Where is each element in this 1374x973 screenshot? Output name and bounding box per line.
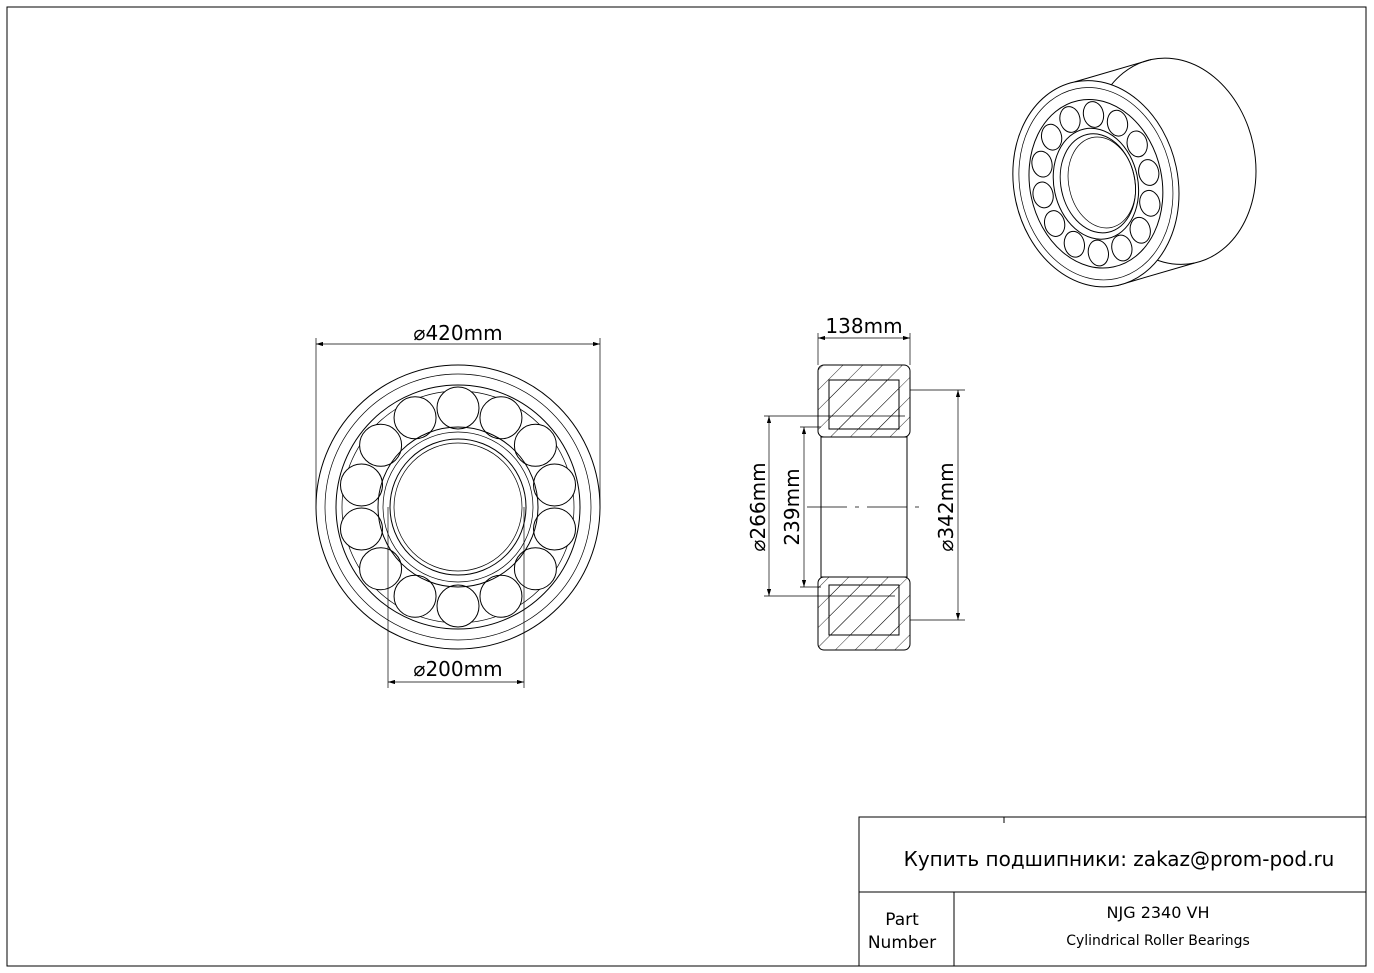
iso-roller (1139, 189, 1161, 217)
iso-roller (1031, 150, 1053, 178)
sheet-border (6, 6, 1367, 967)
roller (393, 574, 437, 618)
iso-roller (1087, 239, 1110, 267)
width-label: 138mm (825, 314, 902, 338)
inner-raceway-label: 239mm (780, 468, 804, 545)
part-label-line1: Part (885, 910, 919, 930)
contact-text: Купить подшипники: zakaz@prom-pod.ru (904, 847, 1335, 871)
roller (533, 463, 577, 507)
title-block (858, 816, 1367, 967)
roller (513, 547, 557, 591)
rollers (339, 386, 577, 628)
part-label-line2: Number (868, 933, 936, 953)
roller (359, 423, 403, 467)
roller (339, 507, 383, 551)
part-type: Cylindrical Roller Bearings (1066, 933, 1250, 949)
isometric-view (1012, 57, 1257, 288)
roller (513, 423, 557, 467)
bore-diameter-label: ⌀200mm (413, 657, 502, 681)
shoulder-diameter-label: ⌀266mm (746, 462, 770, 551)
part-number: NJG 2340 VH (1107, 903, 1210, 922)
iso-roller (1032, 181, 1054, 209)
iso-roller (1129, 216, 1151, 244)
iso-roller (1082, 101, 1105, 128)
iso-roller (1111, 234, 1133, 262)
iso-roller (1043, 210, 1066, 237)
section-view (764, 333, 965, 651)
iso-roller (1059, 106, 1081, 133)
roller (436, 386, 480, 430)
outer-raceway-label: ⌀342mm (934, 462, 958, 551)
iso-roller (1126, 130, 1148, 158)
roller (479, 574, 523, 618)
outer-diameter-label: ⌀420mm (413, 321, 502, 345)
roller (359, 547, 403, 591)
front-view (315, 338, 601, 688)
iso-roller (1106, 109, 1129, 137)
roller (533, 507, 577, 551)
roller (339, 463, 383, 507)
roller (393, 396, 437, 440)
iso-roller (1063, 230, 1086, 258)
iso-roller (1040, 123, 1063, 151)
iso-roller (1138, 159, 1160, 186)
roller (436, 584, 480, 628)
roller (479, 396, 523, 440)
